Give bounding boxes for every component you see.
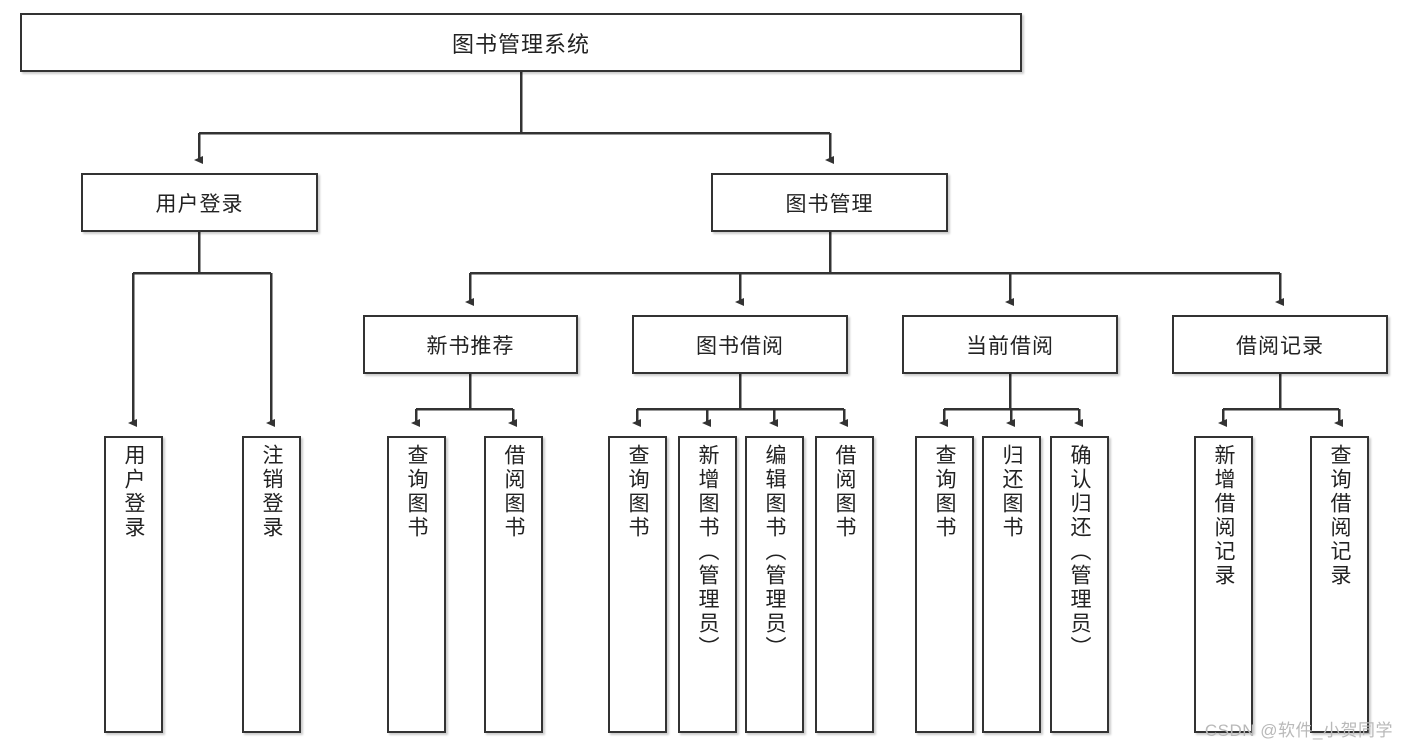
- node-leaf-query-book-cur-label: 查询图书: [933, 444, 956, 540]
- node-leaf-user-login[interactable]: 用户登录: [104, 436, 163, 733]
- node-leaf-borrow-book-label: 借阅图书: [833, 444, 856, 540]
- node-leaf-query-book-cur[interactable]: 查询图书: [915, 436, 974, 733]
- node-user-login-label: 用户登录: [155, 192, 244, 216]
- node-current-borrow-label: 当前借阅: [966, 334, 1054, 358]
- node-leaf-add-book-admin-label: 新增图书（管理员）: [696, 444, 719, 660]
- node-leaf-user-logout[interactable]: 注销登录: [242, 436, 301, 733]
- node-leaf-query-book-label: 查询图书: [626, 444, 649, 540]
- node-leaf-query-borrow-record[interactable]: 查询借阅记录: [1310, 436, 1369, 733]
- node-leaf-borrow-book-rec[interactable]: 借阅图书: [484, 436, 543, 733]
- node-borrow-record-label: 借阅记录: [1236, 334, 1324, 358]
- node-leaf-borrow-book-rec-label: 借阅图书: [502, 444, 525, 540]
- node-leaf-query-book-rec[interactable]: 查询图书: [387, 436, 446, 733]
- node-book-borrow-label: 图书借阅: [696, 334, 784, 358]
- node-book-borrow[interactable]: 图书借阅: [632, 315, 848, 374]
- node-root[interactable]: 图书管理系统: [20, 13, 1022, 72]
- node-leaf-confirm-return-admin-label: 确认归还（管理员）: [1068, 444, 1091, 660]
- node-leaf-edit-book-admin-label: 编辑图书（管理员）: [763, 444, 786, 660]
- node-leaf-user-logout-label: 注销登录: [260, 444, 283, 540]
- node-leaf-add-book-admin[interactable]: 新增图书（管理员）: [678, 436, 737, 733]
- node-leaf-return-book[interactable]: 归还图书: [982, 436, 1041, 733]
- node-new-book-rec[interactable]: 新书推荐: [363, 315, 578, 374]
- node-current-borrow[interactable]: 当前借阅: [902, 315, 1118, 374]
- node-leaf-borrow-book[interactable]: 借阅图书: [815, 436, 874, 733]
- node-book-manage-label: 图书管理: [785, 192, 874, 216]
- node-root-label: 图书管理系统: [451, 31, 590, 57]
- node-book-manage[interactable]: 图书管理: [711, 173, 948, 232]
- csdn-watermark: CSDN @软件_小贺同学: [1204, 721, 1393, 740]
- node-leaf-edit-book-admin[interactable]: 编辑图书（管理员）: [745, 436, 804, 733]
- node-leaf-confirm-return-admin[interactable]: 确认归还（管理员）: [1050, 436, 1109, 733]
- node-leaf-query-borrow-record-label: 查询借阅记录: [1328, 444, 1351, 588]
- node-leaf-add-borrow-record[interactable]: 新增借阅记录: [1194, 436, 1253, 733]
- node-leaf-query-book-rec-label: 查询图书: [405, 444, 428, 540]
- node-new-book-rec-label: 新书推荐: [426, 334, 515, 358]
- node-leaf-return-book-label: 归还图书: [1000, 444, 1023, 540]
- node-user-login[interactable]: 用户登录: [81, 173, 318, 232]
- node-borrow-record[interactable]: 借阅记录: [1172, 315, 1388, 374]
- node-leaf-add-borrow-record-label: 新增借阅记录: [1212, 444, 1235, 588]
- node-leaf-user-login-label: 用户登录: [122, 444, 145, 540]
- node-leaf-query-book[interactable]: 查询图书: [608, 436, 667, 733]
